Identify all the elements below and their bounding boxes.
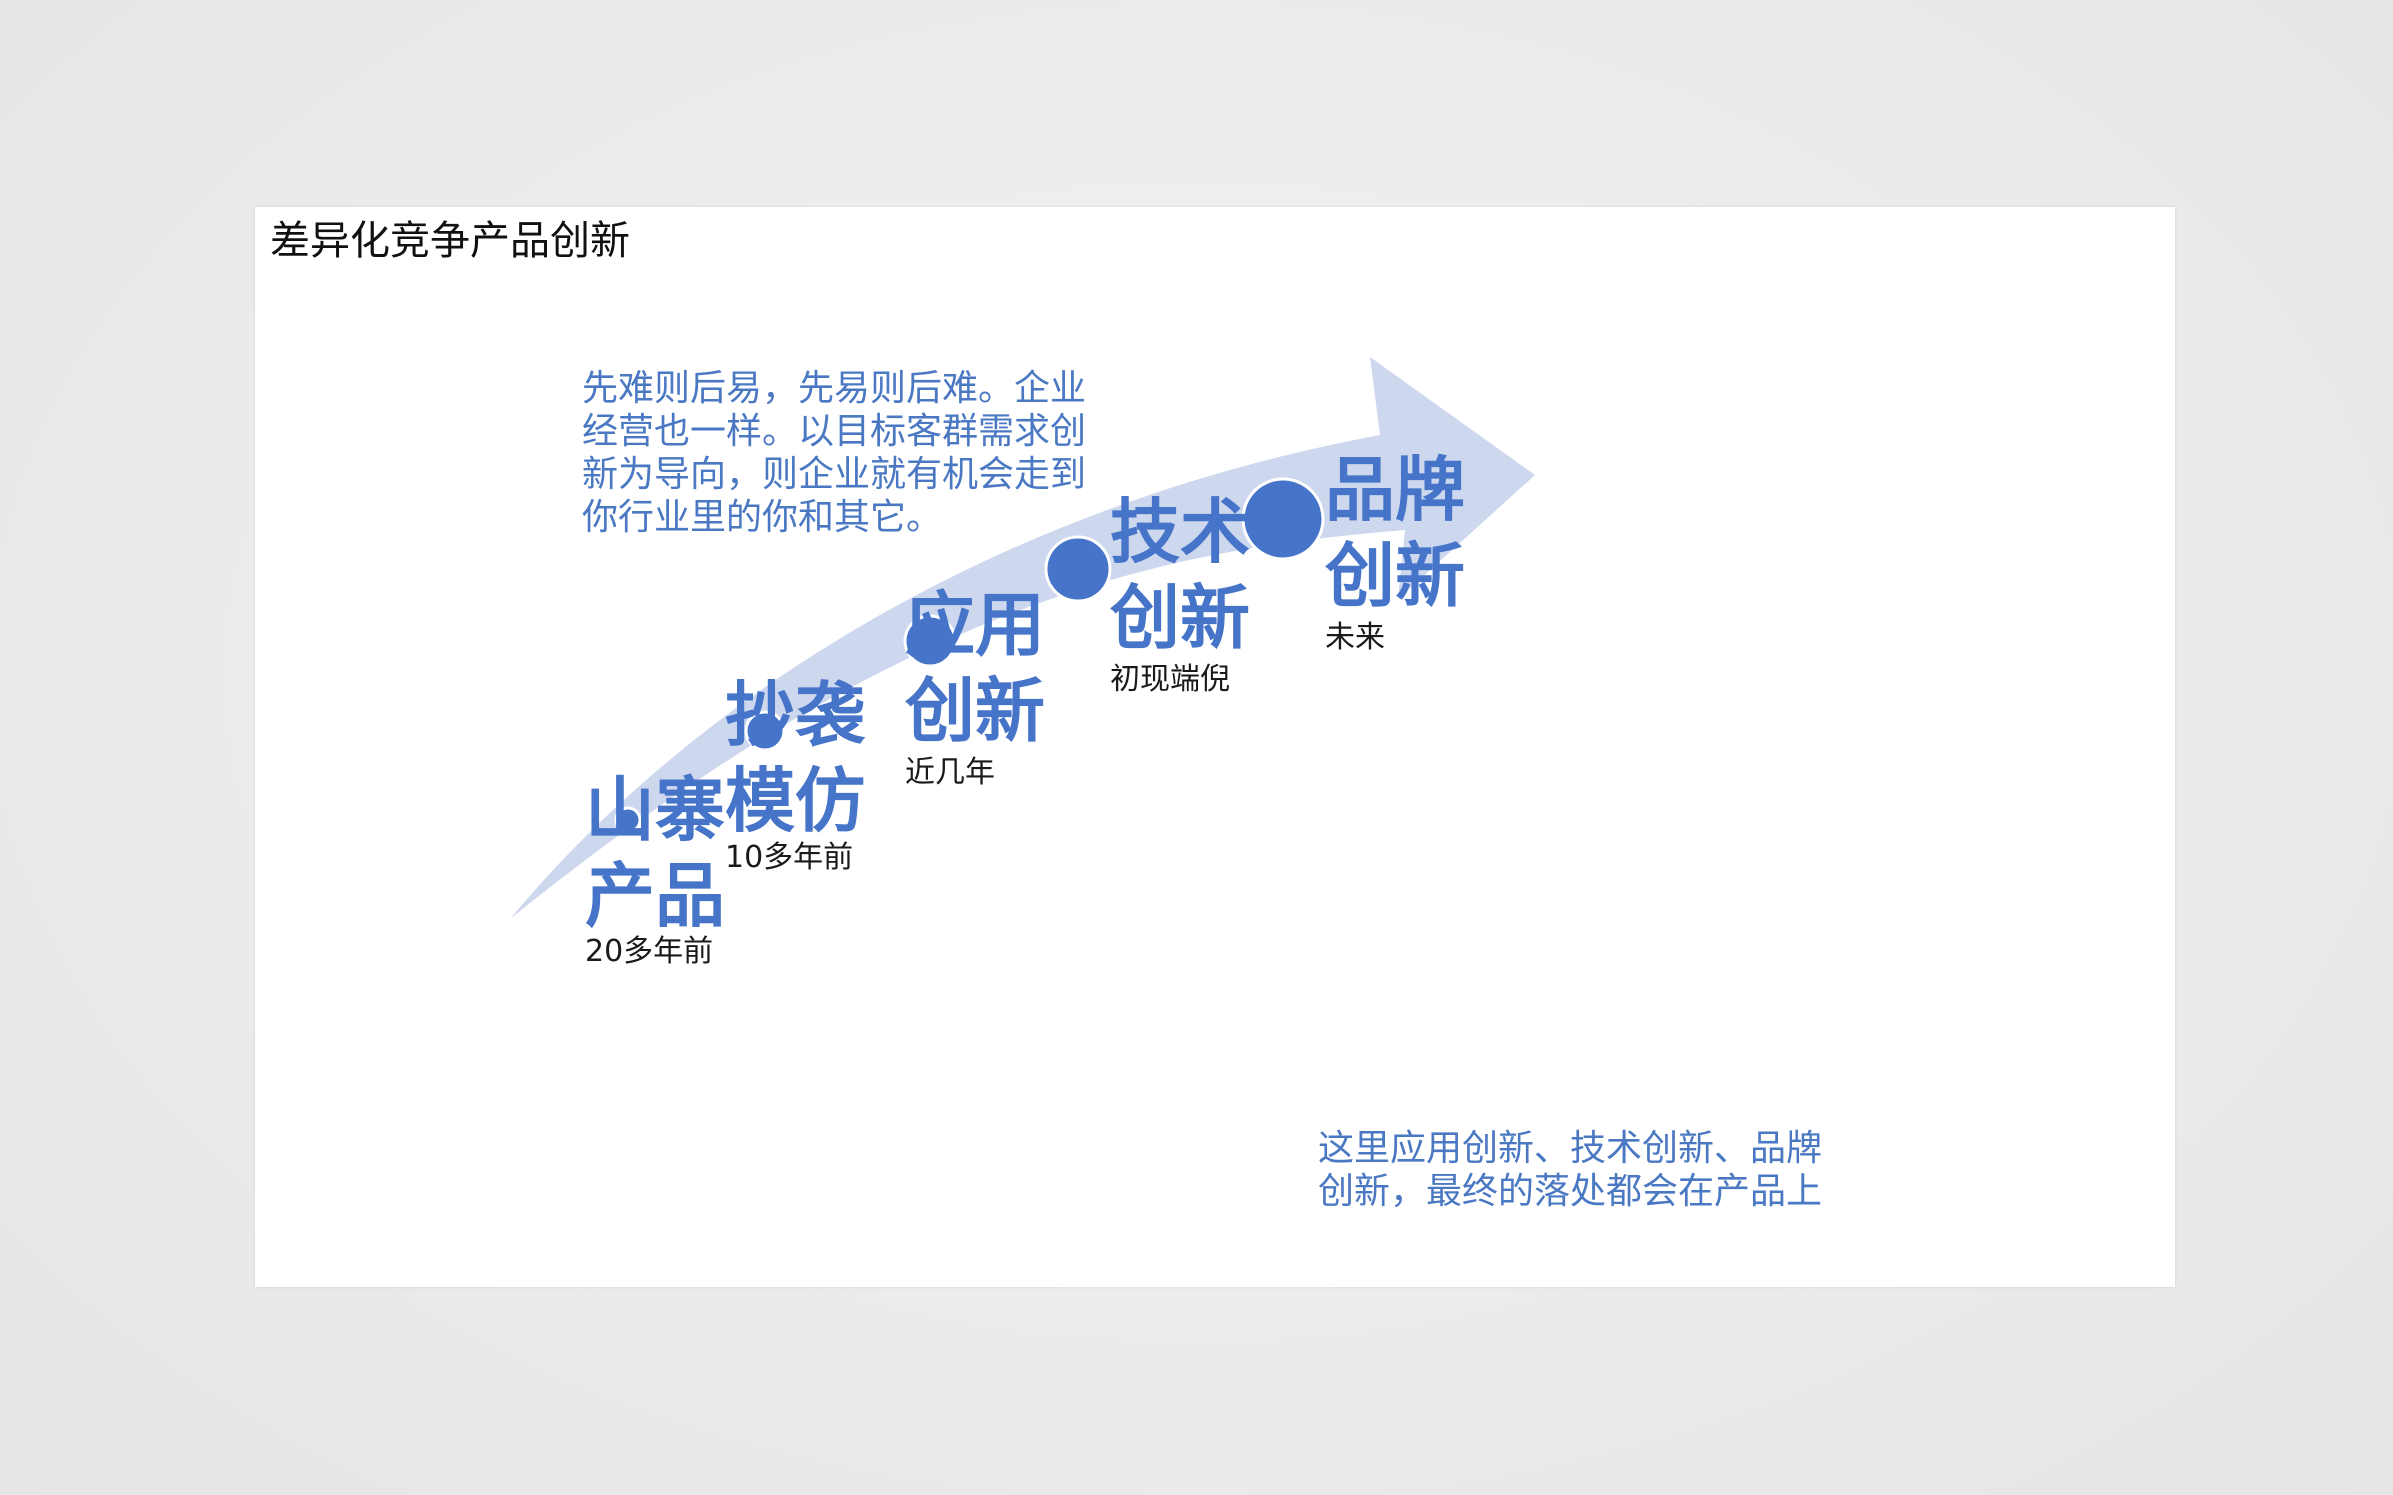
- slide-canvas: 差异化竞争产品创新 先难则后易，先易则后难。企业经营也一样。以目标客群需求创新为…: [255, 207, 2175, 1287]
- intro-text: 先难则后易，先易则后难。企业经营也一样。以目标客群需求创新为导向，则企业就有机会…: [582, 368, 1087, 538]
- stage-time-5: 未来: [1325, 620, 1385, 655]
- stage-label-3: 应用 创新: [905, 584, 1045, 752]
- note-text: 这里应用创新、技术创新、品牌创新，最终的落处都会在产品上: [1318, 1128, 1823, 1212]
- stage-label-5: 品牌 创新: [1325, 449, 1465, 617]
- stage-time-2: 10多年前: [725, 840, 854, 875]
- stage-time-3: 近几年: [905, 755, 995, 790]
- stage-label-4: 技术 创新: [1110, 491, 1250, 659]
- stage-dot-5: [1241, 477, 1325, 561]
- stage-time-4: 初现端倪: [1110, 662, 1230, 697]
- stage-time-1: 20多年前: [585, 934, 714, 969]
- stage-dot-3: [903, 614, 957, 668]
- stage-label-2: 抄袭 模仿: [725, 674, 865, 842]
- stage-label-1: 山寨 产品: [585, 769, 725, 937]
- slide-title: 差异化竞争产品创新: [270, 218, 630, 264]
- stage-dot-1: [614, 806, 642, 834]
- stage-dot-2: [744, 710, 786, 752]
- stage-dot-4: [1044, 535, 1112, 603]
- growth-diagram: [510, 357, 1535, 919]
